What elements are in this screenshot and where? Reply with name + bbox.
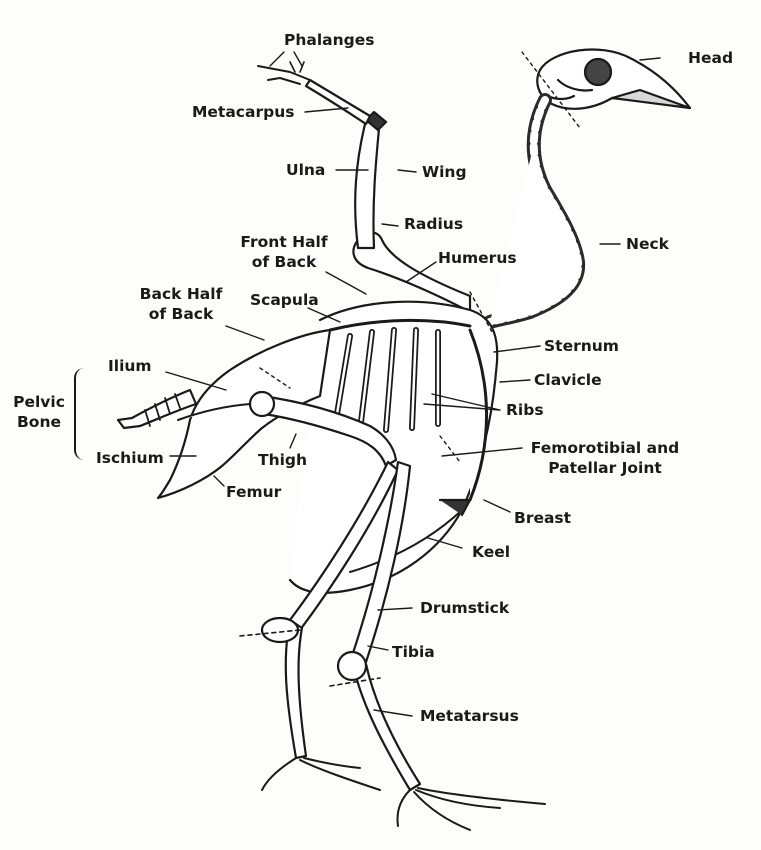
label-clavicle: Clavicle bbox=[534, 371, 602, 389]
label-keel: Keel bbox=[472, 543, 511, 561]
wing-bones bbox=[257, 61, 472, 314]
label-tibia: Tibia bbox=[392, 643, 435, 661]
neck-vertebrae bbox=[483, 93, 586, 329]
legs bbox=[239, 460, 546, 831]
label-sternum: Sternum bbox=[544, 337, 619, 355]
label-ilium: Ilium bbox=[108, 357, 152, 375]
joint-markers bbox=[259, 51, 581, 463]
label-ischium: Ischium bbox=[96, 449, 164, 467]
leader-lines bbox=[165, 51, 661, 717]
label-femorotibial-and-patellar-joint: Femorotibial and Patellar Joint bbox=[530, 439, 680, 477]
pelvic-bone-bracket bbox=[74, 368, 86, 460]
label-ulna: Ulna bbox=[286, 161, 326, 179]
label-metatarsus: Metatarsus bbox=[420, 707, 519, 725]
label-breast: Breast bbox=[514, 509, 572, 527]
label-wing: Wing bbox=[422, 163, 467, 181]
torso bbox=[288, 300, 499, 594]
skull bbox=[536, 48, 692, 110]
label-back-half-of-back: Back Half of Back bbox=[139, 285, 223, 323]
label-ribs: Ribs bbox=[506, 401, 544, 419]
label-humerus: Humerus bbox=[438, 249, 517, 267]
label-metacarpus: Metacarpus bbox=[192, 103, 295, 121]
label-thigh: Thigh bbox=[258, 451, 308, 469]
label-phalanges: Phalanges bbox=[284, 31, 375, 49]
label-femur: Femur bbox=[226, 483, 282, 501]
label-neck: Neck bbox=[626, 235, 669, 253]
label-scapula: Scapula bbox=[250, 291, 319, 309]
label-front-half-of-back: Front Half of Back bbox=[240, 233, 328, 271]
label-drumstick: Drumstick bbox=[420, 599, 510, 617]
label-radius: Radius bbox=[404, 215, 464, 233]
label-pelvic-bone: Pelvic Bone bbox=[13, 393, 65, 431]
pelvis-and-tail bbox=[116, 328, 332, 500]
label-head: Head bbox=[688, 49, 734, 67]
